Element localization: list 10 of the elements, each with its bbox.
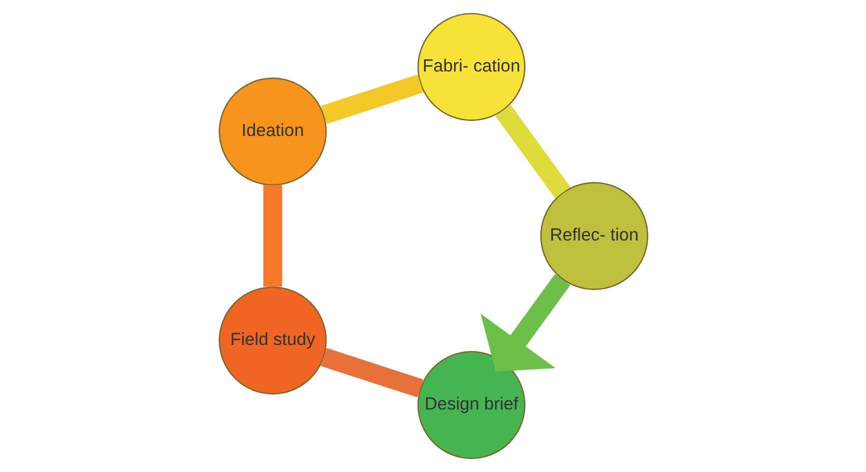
connector <box>320 348 423 398</box>
connector <box>320 74 423 124</box>
node-circle: Design brief <box>416 351 525 460</box>
connector <box>262 185 282 287</box>
arrow <box>480 274 570 372</box>
node-circle: Ideation <box>218 78 326 186</box>
node-circle: Field study <box>218 286 326 394</box>
node-circle: Reflec- tion <box>540 182 648 290</box>
connector <box>494 104 570 198</box>
node-circle: Fabri- cation <box>416 12 525 121</box>
